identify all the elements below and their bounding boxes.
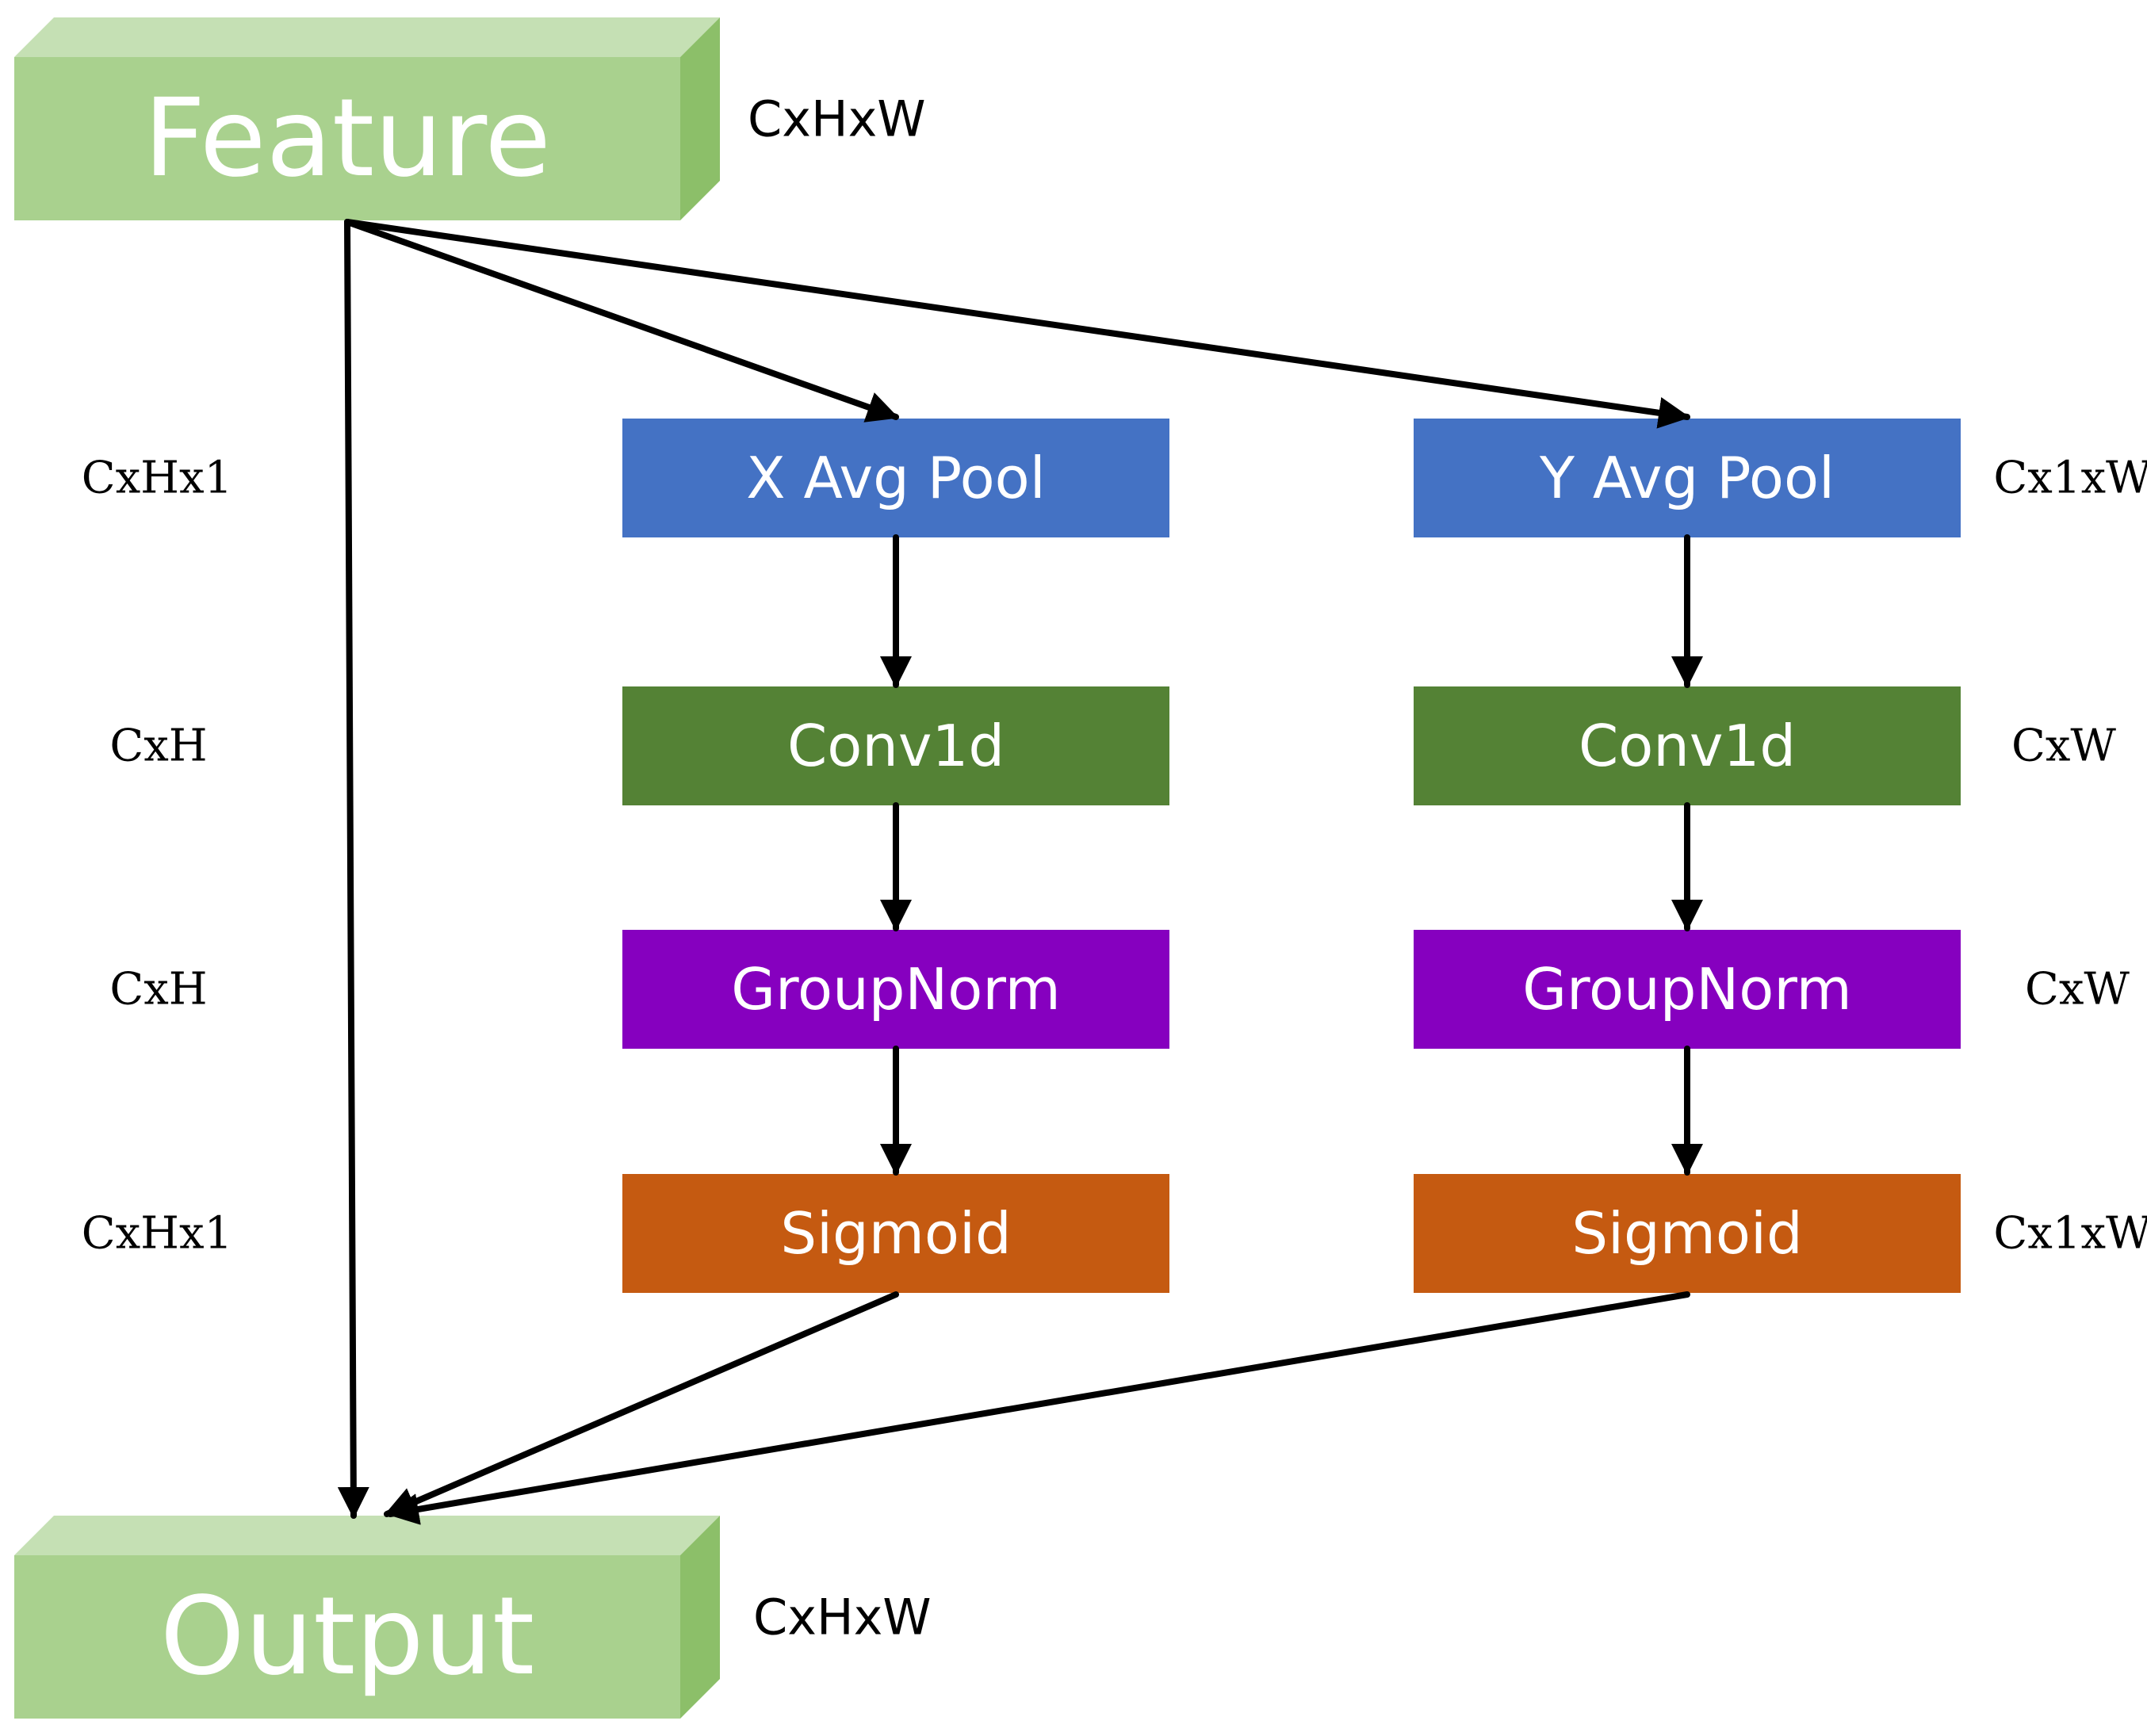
y-dim-sigmoid: Cx1xW <box>1993 1208 2147 1260</box>
x-dim-sigmoid: CxHx1 <box>82 1208 232 1260</box>
x-dim-conv: CxH <box>109 721 207 772</box>
output-block: Output <box>14 1516 720 1719</box>
x-pool-box <box>622 419 1169 537</box>
y-dim-norm: CxW <box>2025 964 2130 1015</box>
x-sigmoid-label: Sigmoid <box>780 1200 1011 1267</box>
feature-block-top <box>14 17 720 57</box>
feature-dims: CxHxW <box>748 90 926 148</box>
feature-block: Feature <box>14 17 720 220</box>
arrow-feature-to-x-pool <box>344 219 899 423</box>
x-branch: X Avg Pool Conv1d GroupNorm Sigmoid <box>622 419 1169 1293</box>
feature-label: Feature <box>144 76 551 201</box>
x-sigmoid-box <box>622 1174 1169 1293</box>
x-dim-pool: CxHx1 <box>82 453 232 504</box>
arrows <box>337 219 1703 1525</box>
y-dim-conv: CxW <box>2011 721 2116 772</box>
x-conv-label: Conv1d <box>787 713 1005 779</box>
arrow-y-sigmoid-to-output <box>387 1291 1690 1525</box>
x-conv-box <box>622 686 1169 805</box>
y-conv-label: Conv1d <box>1579 713 1796 779</box>
y-sigmoid-label: Sigmoid <box>1571 1200 1802 1267</box>
y-pool-label: Y Avg Pool <box>1539 445 1835 511</box>
y-pool-box <box>1414 419 1961 537</box>
x-norm-box <box>622 930 1169 1049</box>
output-dims: CxHxW <box>753 1589 932 1646</box>
arrow-x-sigmoid-to-output <box>384 1291 899 1518</box>
arrow-feature-to-y-pool <box>344 219 1690 429</box>
output-block-front <box>14 1555 680 1719</box>
arrow-feature-to-output <box>337 219 369 1519</box>
output-block-side <box>680 1516 720 1719</box>
y-conv-box <box>1414 686 1961 805</box>
y-sigmoid-box <box>1414 1174 1961 1293</box>
y-dim-pool: Cx1xW <box>1993 453 2147 504</box>
y-norm-label: GroupNorm <box>1522 956 1852 1023</box>
x-norm-label: GroupNorm <box>731 956 1061 1023</box>
x-dim-norm: CxH <box>109 964 207 1015</box>
feature-block-front <box>14 57 680 220</box>
y-norm-box <box>1414 930 1961 1049</box>
feature-block-side <box>680 17 720 220</box>
y-branch: Y Avg Pool Conv1d GroupNorm Sigmoid <box>1414 419 1961 1293</box>
output-label: Output <box>160 1574 534 1700</box>
output-block-top <box>14 1516 720 1555</box>
x-pool-label: X Avg Pool <box>746 445 1045 511</box>
